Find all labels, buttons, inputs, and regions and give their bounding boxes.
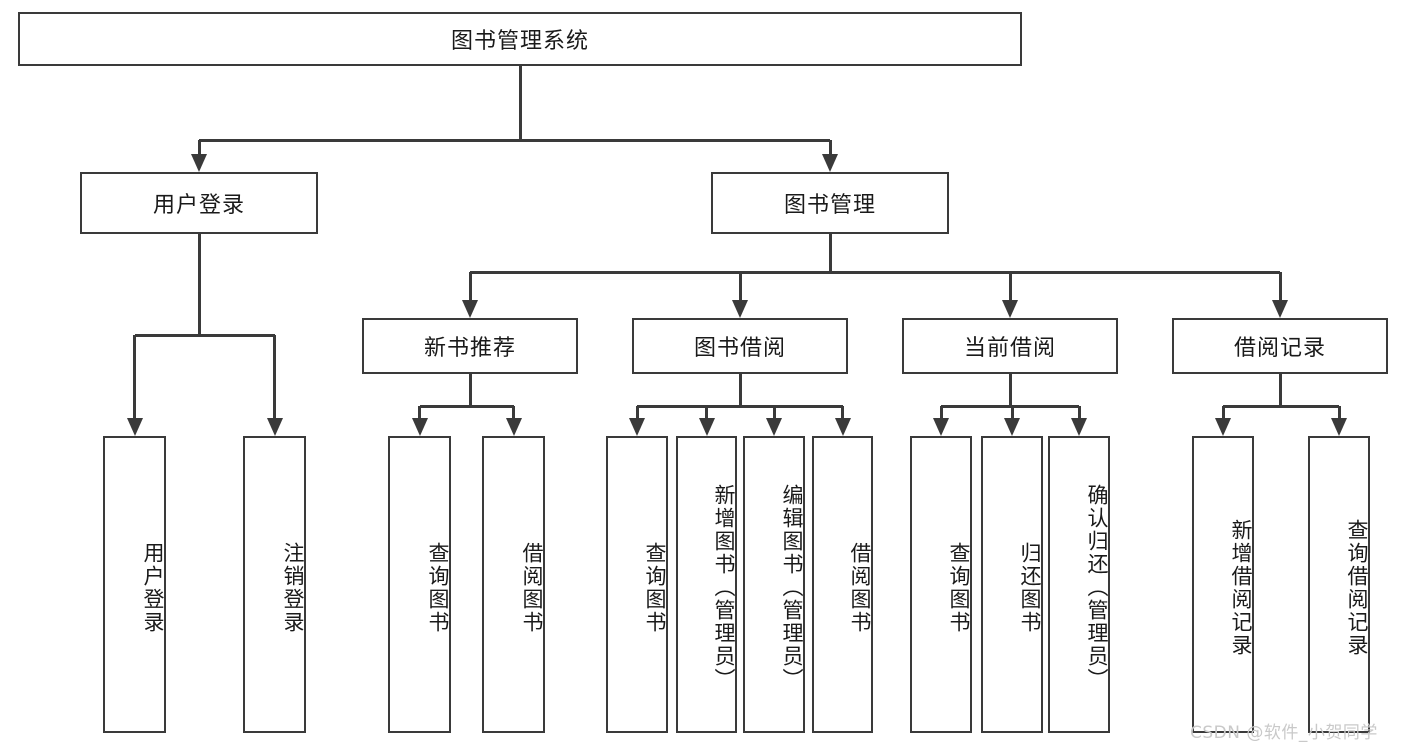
connector-图书借阅-to-leaf-1 bbox=[705, 406, 708, 420]
node-leaf-1[interactable]: 注销登录 bbox=[243, 436, 306, 733]
node-leaf-12[interactable]: 查询借阅记录 bbox=[1308, 436, 1370, 733]
connector-图书借阅-to-leaf-0 bbox=[635, 406, 639, 420]
node-root-label: 图书管理系统 bbox=[450, 29, 589, 54]
arrowhead-用户登录-to-leaf-0 bbox=[126, 418, 143, 436]
connector-当前借阅-to-leaf-1 bbox=[1010, 406, 1014, 420]
arrowhead-新书推荐-to-leaf-1 bbox=[505, 418, 522, 436]
connector-books-to-level3-1 bbox=[738, 272, 742, 302]
node-leaf-10[interactable]: 确认归还（管理员） bbox=[1048, 436, 1110, 733]
node-leaf-9[interactable]: 归还图书 bbox=[981, 436, 1043, 733]
node-leaf-3[interactable]: 借阅图书 bbox=[482, 436, 545, 733]
node-level3-0-label: 新书推荐 bbox=[423, 336, 516, 361]
node-leaf-9-label: 归还图书 bbox=[1018, 541, 1042, 634]
node-leaf-8-label: 查询图书 bbox=[947, 541, 971, 634]
connector-用户登录-to-leaf-1 bbox=[273, 335, 276, 420]
connector-root-stem bbox=[518, 66, 522, 140]
connector-root-to-level2-0 bbox=[197, 140, 201, 156]
connector-新书推荐-stem bbox=[468, 374, 472, 406]
node-leaf-5[interactable]: 新增图书（管理员） bbox=[676, 436, 737, 733]
node-leaf-2[interactable]: 查询图书 bbox=[388, 436, 451, 733]
node-leaf-8[interactable]: 查询图书 bbox=[910, 436, 972, 733]
arrowhead-借阅记录-to-leaf-0 bbox=[1215, 418, 1231, 436]
connector-新书推荐-bar bbox=[419, 404, 514, 408]
connector-用户登录-stem bbox=[197, 234, 201, 335]
node-leaf-7[interactable]: 借阅图书 bbox=[812, 436, 873, 733]
arrowhead-图书借阅-to-leaf-1 bbox=[698, 418, 715, 436]
connector-图书借阅-to-leaf-2 bbox=[772, 406, 776, 420]
arrowhead-当前借阅-to-leaf-2 bbox=[1071, 418, 1087, 436]
node-level2-1-label: 图书管理 bbox=[783, 193, 876, 218]
node-leaf-6-label: 编辑图书（管理员） bbox=[780, 484, 804, 691]
node-level3-2-label: 当前借阅 bbox=[963, 336, 1056, 361]
arrowhead-root-to-level2-0 bbox=[191, 154, 207, 172]
node-leaf-10-label: 确认归还（管理员） bbox=[1085, 484, 1109, 691]
node-level3-0[interactable]: 新书推荐 bbox=[362, 318, 578, 374]
connector-当前借阅-bar bbox=[941, 404, 1079, 408]
node-level2-1[interactable]: 图书管理 bbox=[711, 172, 949, 234]
node-level2-0[interactable]: 用户登录 bbox=[80, 172, 318, 234]
connector-借阅记录-to-leaf-0 bbox=[1221, 406, 1225, 420]
arrowhead-图书借阅-to-leaf-2 bbox=[766, 418, 782, 436]
node-leaf-4[interactable]: 查询图书 bbox=[606, 436, 668, 733]
node-leaf-11-label: 新增借阅记录 bbox=[1229, 518, 1253, 657]
connector-books-bar bbox=[470, 270, 1280, 274]
node-leaf-11[interactable]: 新增借阅记录 bbox=[1192, 436, 1254, 733]
connector-books-to-level3-3 bbox=[1278, 272, 1282, 302]
node-root[interactable]: 图书管理系统 bbox=[18, 12, 1022, 66]
connector-借阅记录-bar bbox=[1223, 404, 1339, 408]
connector-books-to-level3-2 bbox=[1008, 272, 1012, 302]
node-leaf-1-label: 注销登录 bbox=[281, 541, 305, 634]
node-leaf-7-label: 借阅图书 bbox=[848, 541, 872, 634]
node-leaf-4-label: 查询图书 bbox=[643, 541, 667, 634]
arrowhead-当前借阅-to-leaf-1 bbox=[1004, 418, 1020, 436]
node-leaf-0[interactable]: 用户登录 bbox=[103, 436, 166, 733]
arrowhead-books-to-level3-1 bbox=[732, 300, 748, 318]
connector-books-stem bbox=[828, 234, 832, 272]
node-level3-1[interactable]: 图书借阅 bbox=[632, 318, 848, 374]
connector-图书借阅-stem bbox=[738, 374, 742, 406]
node-leaf-0-label: 用户登录 bbox=[141, 541, 165, 634]
connector-图书借阅-to-leaf-3 bbox=[841, 406, 844, 420]
arrowhead-当前借阅-to-leaf-0 bbox=[933, 418, 949, 436]
node-leaf-5-label: 新增图书（管理员） bbox=[712, 484, 736, 691]
connector-当前借阅-stem bbox=[1008, 374, 1012, 406]
arrowhead-books-to-level3-3 bbox=[1272, 300, 1288, 318]
node-leaf-3-label: 借阅图书 bbox=[520, 541, 544, 634]
connector-books-to-level3-0 bbox=[468, 272, 472, 302]
connector-借阅记录-to-leaf-1 bbox=[1337, 406, 1341, 420]
connector-root-to-level2-1 bbox=[828, 140, 832, 156]
node-level3-3[interactable]: 借阅记录 bbox=[1172, 318, 1388, 374]
node-leaf-2-label: 查询图书 bbox=[426, 541, 450, 634]
node-leaf-12-label: 查询借阅记录 bbox=[1345, 518, 1369, 657]
arrowhead-借阅记录-to-leaf-1 bbox=[1331, 418, 1347, 436]
arrowhead-root-to-level2-1 bbox=[822, 154, 838, 172]
connector-用户登录-to-leaf-0 bbox=[133, 335, 136, 420]
connector-新书推荐-to-leaf-1 bbox=[512, 406, 515, 420]
node-level3-2[interactable]: 当前借阅 bbox=[902, 318, 1118, 374]
connector-root-bar bbox=[199, 138, 830, 142]
connector-图书借阅-bar bbox=[637, 404, 843, 408]
arrowhead-图书借阅-to-leaf-0 bbox=[629, 418, 645, 436]
connector-用户登录-bar bbox=[134, 333, 275, 337]
connector-当前借阅-to-leaf-0 bbox=[939, 406, 943, 420]
watermark-text: CSDN @软件_小贺同学 bbox=[1190, 723, 1378, 743]
arrowhead-用户登录-to-leaf-1 bbox=[266, 418, 283, 436]
connector-借阅记录-stem bbox=[1278, 374, 1282, 406]
node-level3-1-label: 图书借阅 bbox=[693, 336, 786, 361]
connector-新书推荐-to-leaf-0 bbox=[418, 406, 421, 420]
arrowhead-books-to-level3-2 bbox=[1002, 300, 1018, 318]
node-leaf-6[interactable]: 编辑图书（管理员） bbox=[743, 436, 805, 733]
node-level3-3-label: 借阅记录 bbox=[1233, 336, 1326, 361]
arrowhead-新书推荐-to-leaf-0 bbox=[411, 418, 428, 436]
connector-当前借阅-to-leaf-2 bbox=[1077, 406, 1081, 420]
arrowhead-books-to-level3-0 bbox=[462, 300, 478, 318]
node-level2-0-label: 用户登录 bbox=[152, 193, 245, 218]
arrowhead-图书借阅-to-leaf-3 bbox=[834, 418, 851, 436]
